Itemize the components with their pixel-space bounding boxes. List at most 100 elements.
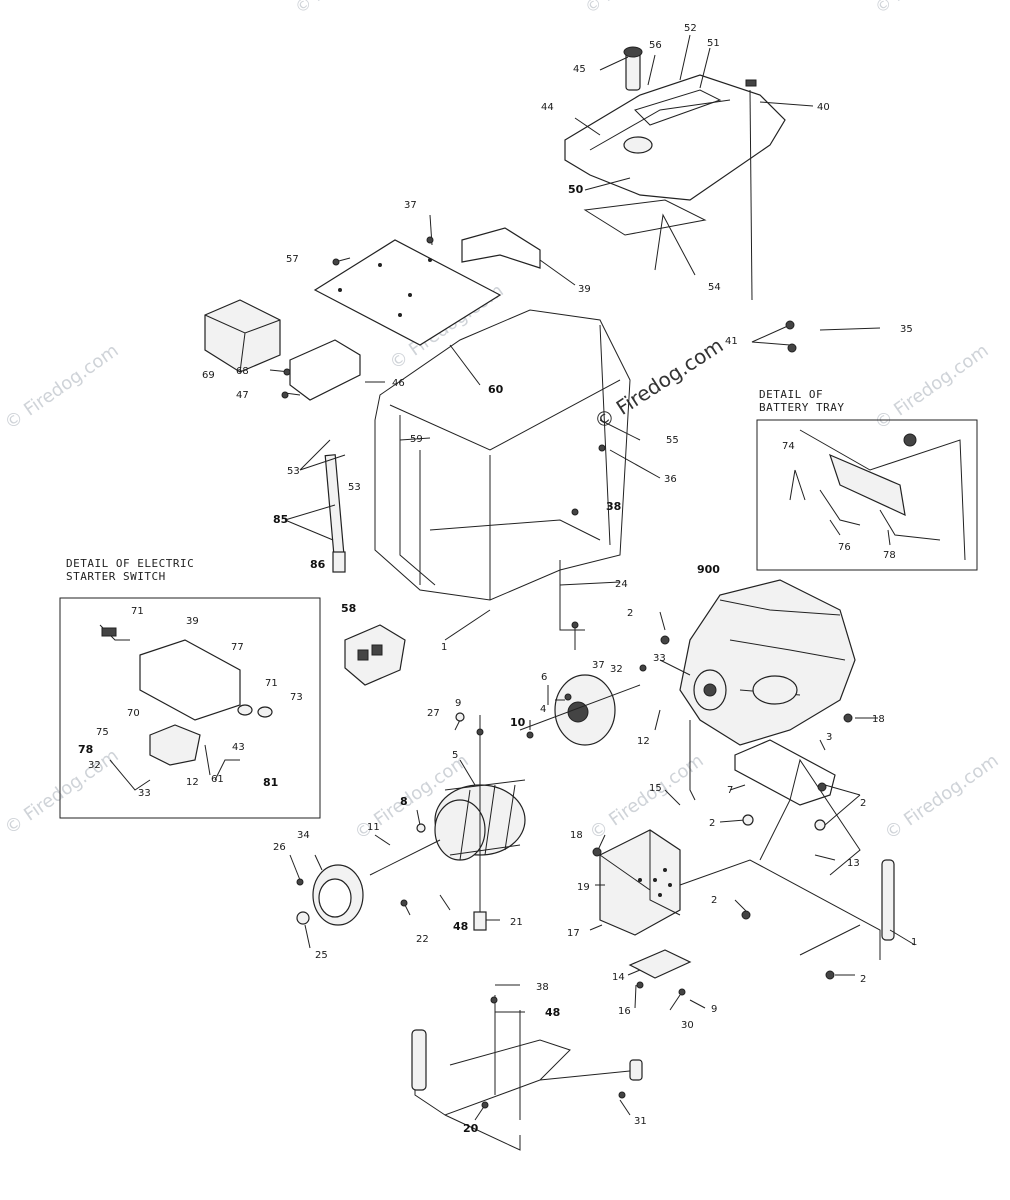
bracket-top [461,227,541,269]
callout-60: 60 [488,383,504,396]
callout-45: 45 [573,64,586,75]
callout-85: 85 [273,513,288,526]
callout-57: 57 [286,254,299,265]
watermark-text: © Firedog.com [581,0,689,17]
callout-13: 13 [847,858,860,869]
callout-27: 27 [427,708,440,719]
callout-53: 53 [287,466,300,477]
callout-39: 39 [578,284,591,295]
fasteners [281,236,853,1109]
frame-leg-right [881,859,895,941]
callout-43: 43 [232,742,245,753]
callout-labels: 45 56 52 51 40 44 50 54 37 39 57 69 68 4… [78,23,917,1135]
watermark-text: © Firedog.com [871,0,979,17]
watermark-text: © Firedog.com [1,745,123,839]
alternator-end-bell [554,674,616,746]
callout-32: 32 [610,664,623,675]
callout-12: 12 [186,777,199,788]
callout-4: 4 [540,704,546,715]
callout-34: 34 [297,830,310,841]
rear-bearing-cover [296,864,364,926]
watermark-text: © Firedog.com [1,340,123,434]
callout-32: 32 [88,760,101,771]
callout-20: 20 [463,1122,479,1135]
callout-59: 59 [410,434,423,445]
callout-48: 48 [545,1006,560,1019]
callout-71: 71 [131,606,144,617]
callout-35: 35 [900,324,913,335]
detail-battery-tray-box [756,419,978,571]
starter-switch-detail-art [99,624,273,791]
callout-36: 36 [664,474,677,485]
callout-11: 11 [367,822,380,833]
callout-26: 26 [273,842,286,853]
callout-12: 12 [637,736,650,747]
handle-grip [332,551,346,573]
callout-900: 900 [697,563,720,576]
callout-15: 15 [649,783,662,794]
detail-battery-tray-title-line1: DETAIL OF [759,388,823,401]
callout-18: 18 [872,714,885,725]
callout-40: 40 [817,102,830,113]
lower-frame [411,1029,643,1151]
callout-77: 77 [231,642,244,653]
engine-mount-bracket [734,739,836,806]
callout-37: 37 [592,660,605,671]
callout-18: 18 [570,830,583,841]
main-frame [374,309,631,601]
watermark-text: © Firedog.com [586,750,708,844]
callout-17: 17 [567,928,580,939]
callout-55: 55 [666,435,679,446]
callout-19: 19 [577,882,590,893]
callout-8: 8 [400,795,408,808]
callout-54: 54 [708,282,721,293]
callout-1: 1 [911,937,917,948]
battery [204,299,281,373]
callout-9: 9 [455,698,461,709]
callout-39: 39 [186,616,199,627]
callout-86: 86 [310,558,326,571]
callout-81: 81 [263,776,278,789]
fuel-tank [564,46,786,301]
callout-75: 75 [96,727,109,738]
callout-1: 1 [441,642,447,653]
watermark-text-dark: © Firedog.com [590,333,728,434]
callout-44: 44 [541,102,554,113]
callout-68: 68 [236,366,249,377]
callout-78: 78 [78,743,93,756]
callout-14: 14 [612,972,625,983]
rotor-shaft [519,684,641,731]
callout-37: 37 [404,200,417,211]
callout-48: 48 [453,920,468,933]
callout-38: 38 [536,982,549,993]
callout-2: 2 [627,608,633,619]
callout-47: 47 [236,390,249,401]
control-panel-plate [313,239,502,346]
detail-battery-tray-title-line2: BATTERY TRAY [759,401,844,414]
callout-73: 73 [290,692,303,703]
callout-58: 58 [341,602,356,615]
callout-74: 74 [782,441,795,452]
callout-78: 78 [883,550,896,561]
callout-24: 24 [615,579,628,590]
callout-51: 51 [707,38,720,49]
handle-bar [324,454,346,566]
callout-16: 16 [618,1006,631,1017]
callout-41: 41 [725,336,738,347]
callout-52: 52 [684,23,697,34]
callout-22: 22 [416,934,429,945]
callout-38: 38 [606,500,621,513]
callout-76: 76 [838,542,851,553]
callout-2: 2 [711,895,717,906]
outlet-panel [344,624,406,686]
callout-50: 50 [568,183,584,196]
detail-electric-starter-title-line1: DETAIL OF ELECTRIC [66,557,194,570]
callout-33: 33 [653,653,666,664]
callout-2: 2 [860,798,866,809]
callout-61: 61 [211,774,224,785]
callout-25: 25 [315,950,328,961]
muffler [599,829,692,979]
callout-30: 30 [681,1020,694,1031]
through-bolt [369,839,441,876]
